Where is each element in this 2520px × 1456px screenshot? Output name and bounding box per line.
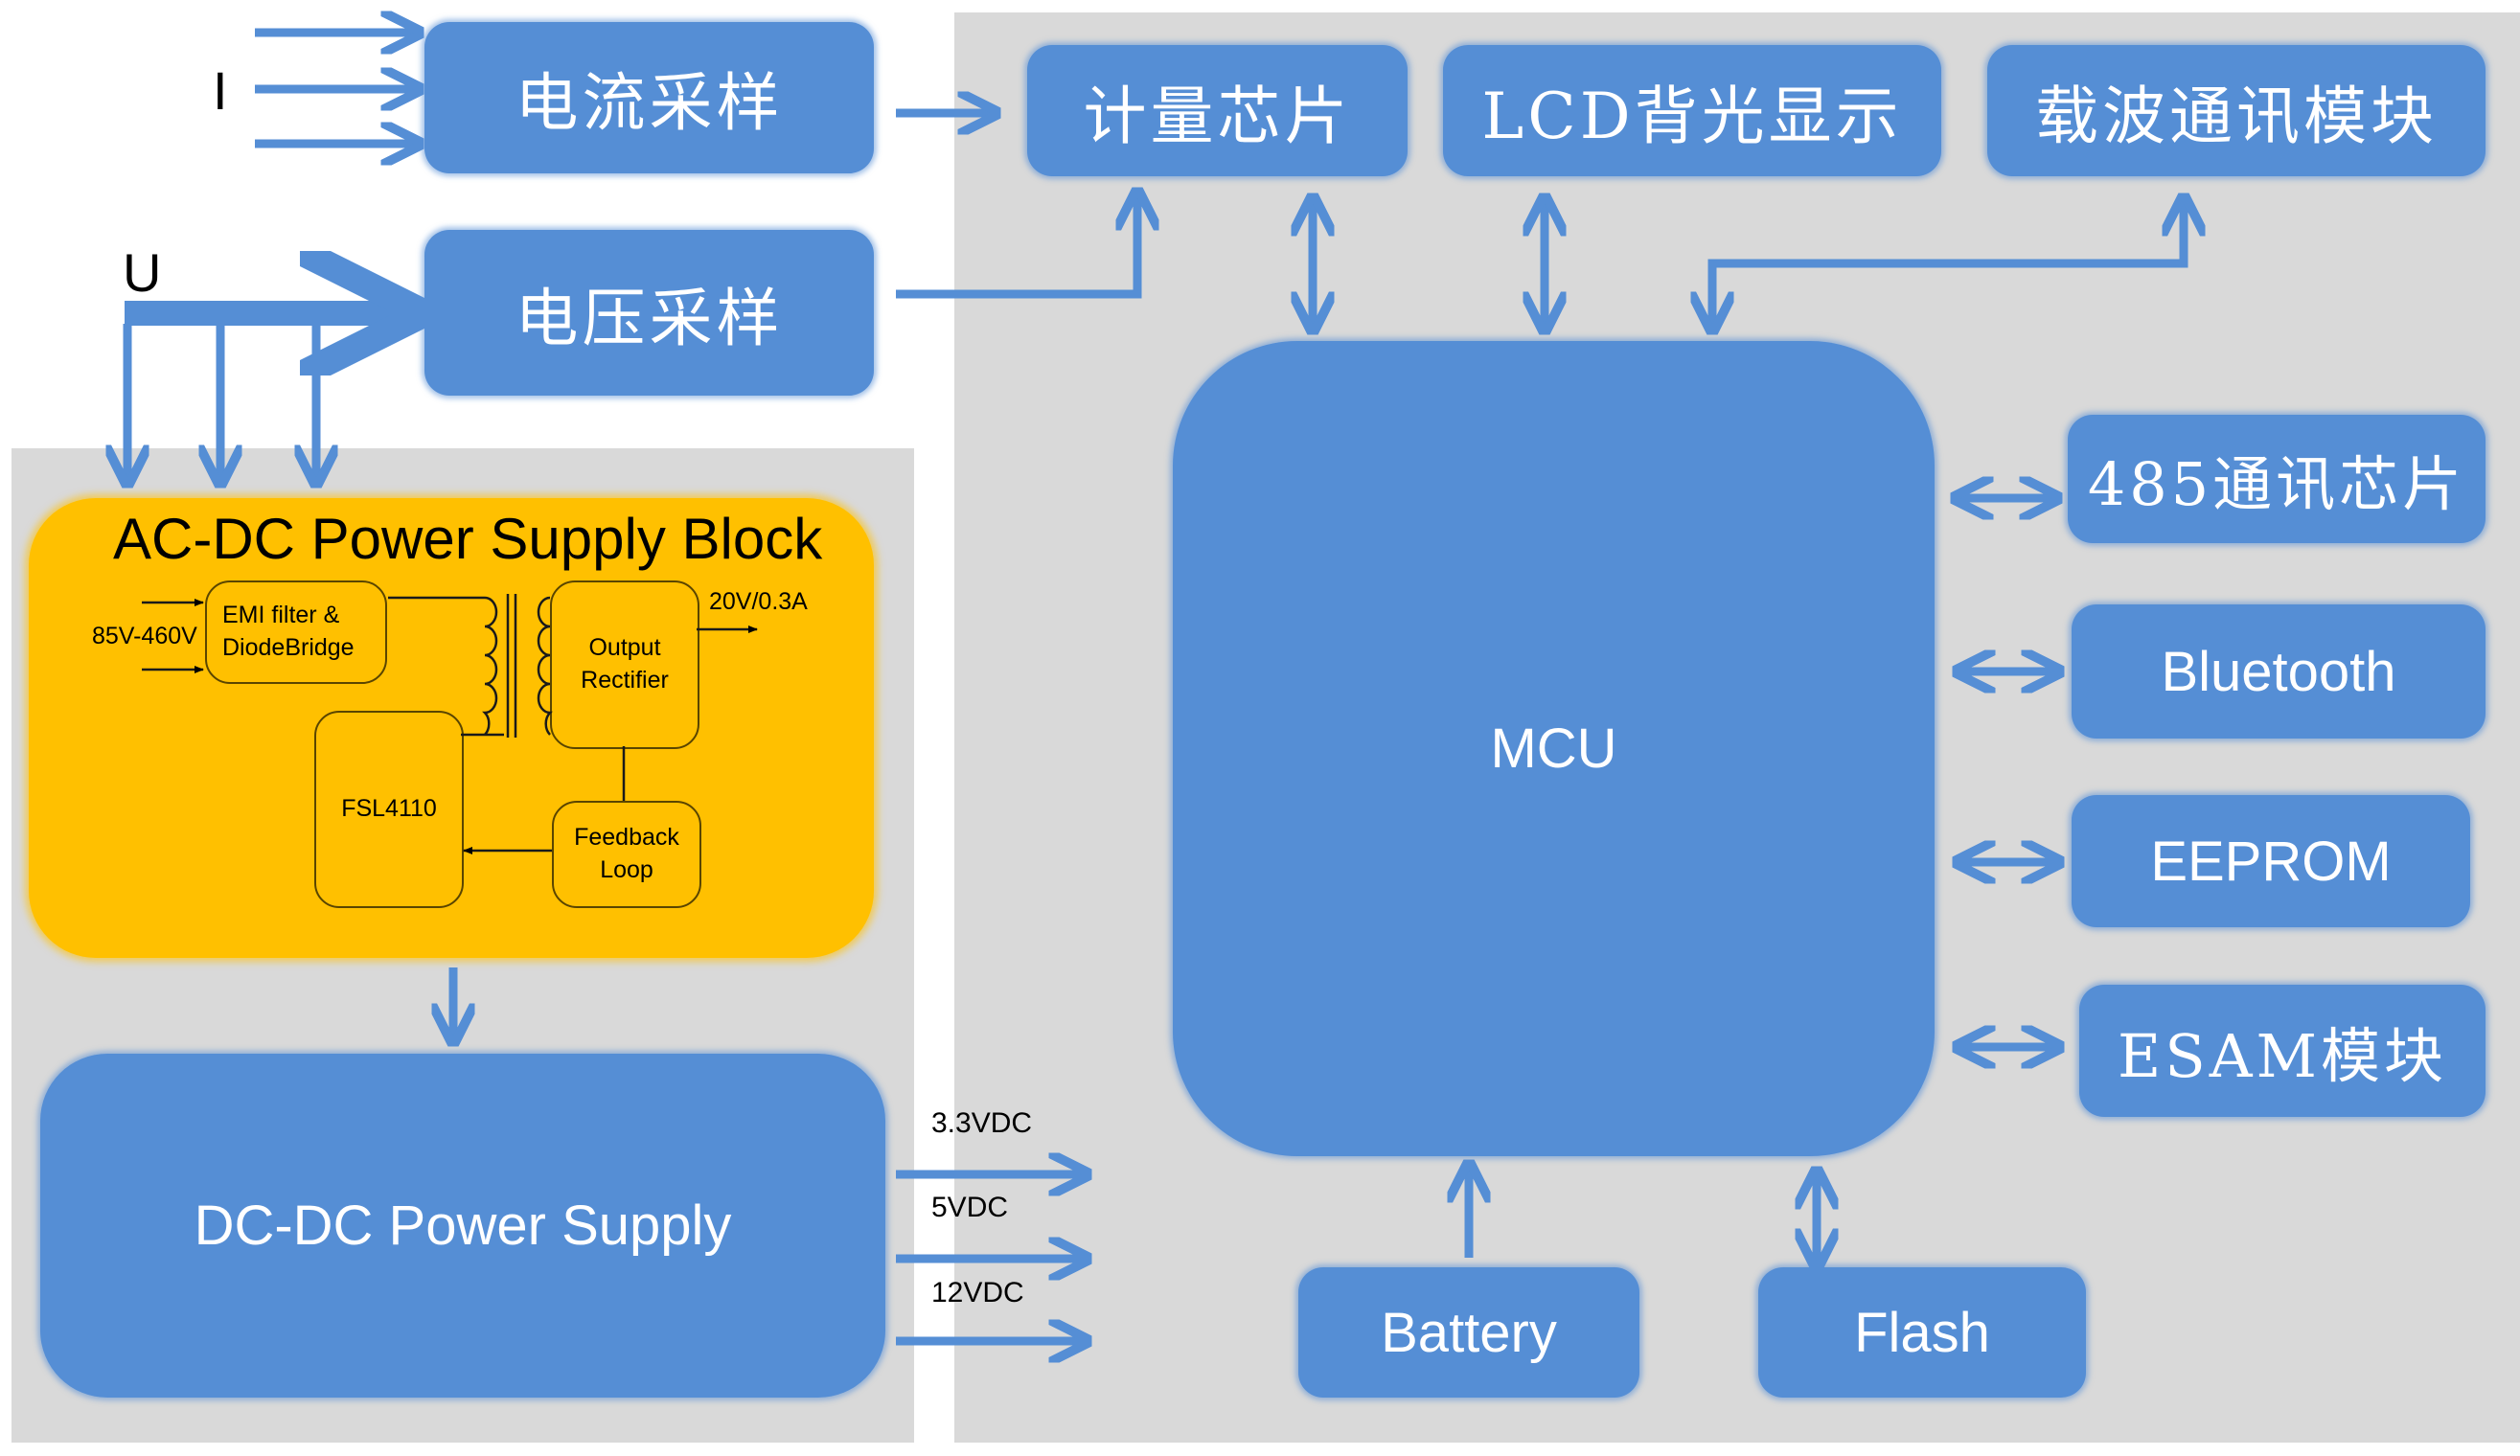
mcu-block[interactable]: MCU [1173,341,1935,1156]
metering-chip-label: 计量芯片 [1083,79,1352,153]
rs485-chip-block[interactable]: 485通讯芯片 [2068,415,2486,543]
lcd-backlight-block[interactable]: LCD背光显示 [1443,45,1941,176]
flash-block[interactable]: Flash [1758,1267,2086,1398]
acdc-title: AC-DC Power Supply Block [113,507,823,571]
current-sampling-label: 电流采样 [515,66,784,140]
output-rectifier-label: Output Rectifier [581,634,669,694]
current-sampling-block[interactable]: 电流采样 [424,22,874,173]
feedback-loop-block[interactable]: Feedback Loop [552,801,701,908]
voltage-input-label: U [123,242,162,303]
current-input-label: I [213,60,228,121]
carrier-comm-label: 载波通讯模块 [2035,79,2438,153]
metering-chip-block[interactable]: 计量芯片 [1027,45,1408,176]
feedback-loop-label: Feedback Loop [574,824,679,883]
rs485-chip-label: 485通讯芯片 [2087,449,2466,519]
carrier-comm-block[interactable]: 载波通讯模块 [1987,45,2486,176]
mcu-label: MCU [1490,717,1617,780]
output-rectifier-block[interactable]: Output Rectifier [550,580,699,749]
bluetooth-block[interactable]: Bluetooth [2072,604,2486,739]
emi-filter-label: EMI filter & DiodeBridge [222,602,355,661]
voltage-sampling-block[interactable]: 电压采样 [424,230,874,396]
acdc-output-label: 20V/0.3A [709,588,808,615]
lcd-backlight-label: LCD背光显示 [1481,79,1903,153]
emi-filter-block[interactable]: EMI filter & DiodeBridge [205,580,387,684]
battery-label: Battery [1381,1301,1557,1364]
output-5v-label: 5VDC [931,1192,1009,1223]
dcdc-power-label: DC-DC Power Supply [194,1194,732,1257]
esam-module-block[interactable]: ESAM模块 [2079,985,2486,1117]
dcdc-power-block[interactable]: DC-DC Power Supply [40,1054,885,1398]
eeprom-block[interactable]: EEPROM [2072,795,2470,927]
esam-module-label: ESAM模块 [2118,1021,2447,1091]
fsl4110-block[interactable]: FSL4110 [314,711,464,908]
eeprom-label: EEPROM [2150,830,2392,893]
output-3v3-label: 3.3VDC [931,1107,1033,1139]
flash-label: Flash [1854,1301,1990,1364]
bluetooth-label: Bluetooth [2161,640,2396,703]
fsl4110-label: FSL4110 [341,795,437,823]
voltage-sampling-label: 电压采样 [515,281,784,355]
output-12v-label: 12VDC [931,1277,1024,1308]
acdc-input-voltage: 85V-460V [92,623,197,649]
battery-block[interactable]: Battery [1298,1267,1639,1398]
